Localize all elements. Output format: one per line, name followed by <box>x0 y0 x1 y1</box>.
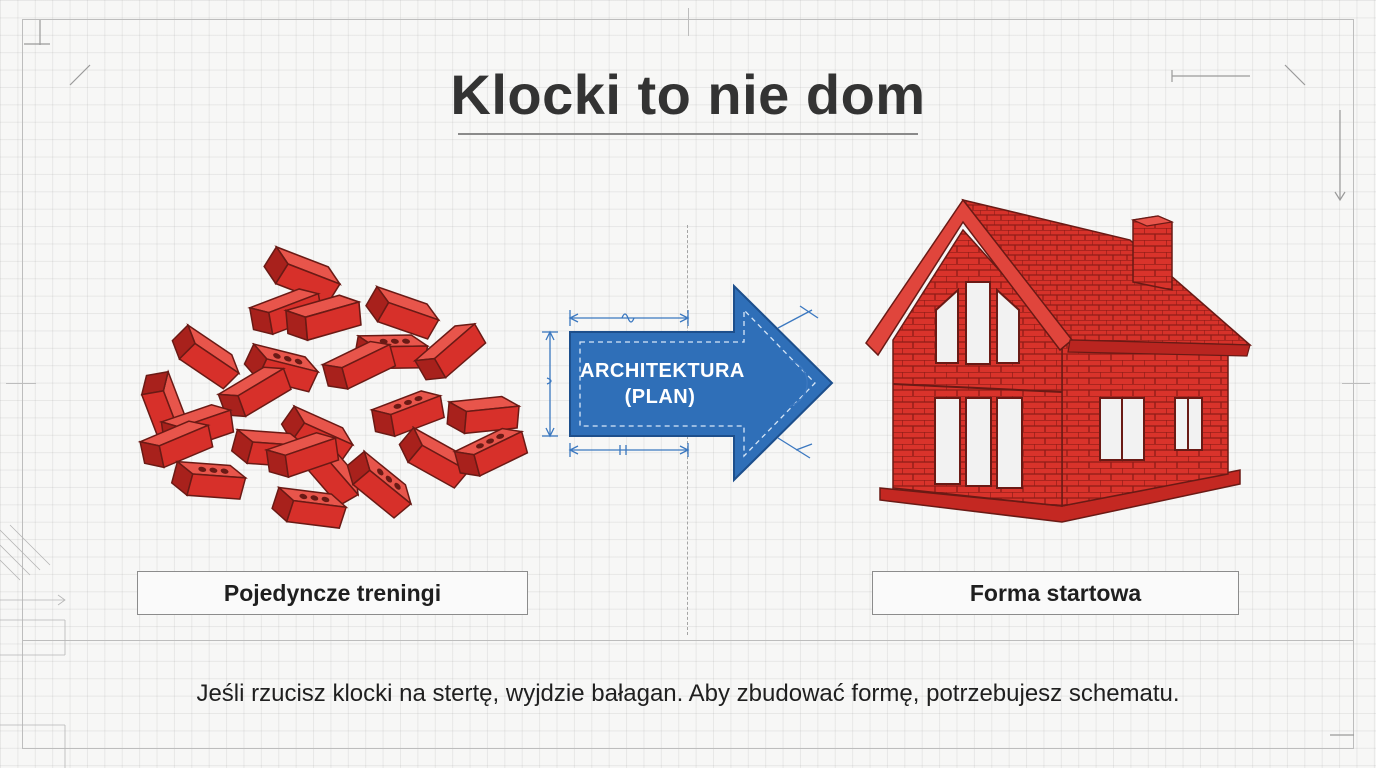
frame-bottom-line <box>22 748 1354 749</box>
frame-right-line <box>1353 19 1354 749</box>
arrow-label-line1: ARCHITEKTURA <box>580 360 745 382</box>
arrow-label-line2: (PLAN) <box>624 386 696 408</box>
page-title: Klocki to nie dom <box>450 63 926 126</box>
left-label-text: Pojedyncze treningi <box>223 579 442 606</box>
frame-tick-top <box>688 8 689 36</box>
right-label-box: Forma startowa <box>872 571 1239 615</box>
left-label-box: Pojedyncze treningi <box>137 571 528 615</box>
frame-left-line <box>22 19 23 749</box>
title-underline <box>458 133 918 135</box>
right-label-text: Forma startowa <box>969 579 1142 606</box>
frame-tick-right <box>1342 383 1370 384</box>
content-bottom-line <box>22 640 1354 641</box>
frame-tick-left <box>6 383 36 384</box>
caption-text: Jeśli rzucisz klocki na stertę, wyjdzie … <box>196 680 1180 707</box>
